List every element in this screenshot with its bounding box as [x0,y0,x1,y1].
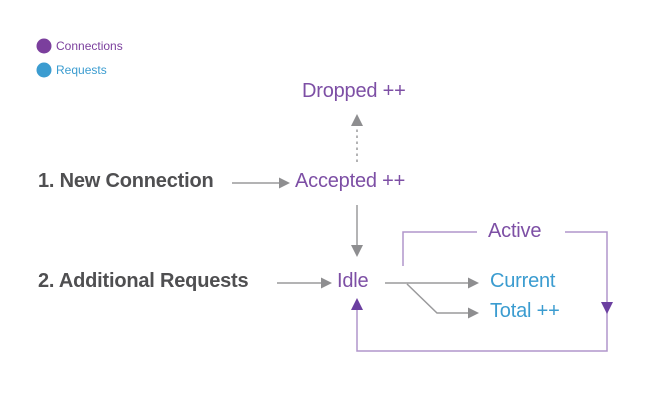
loop-down-arrowhead [601,302,613,314]
node-accepted: Accepted ++ [295,170,406,192]
node-idle: Idle [337,270,369,292]
legend: Connections Requests [36,38,123,86]
arrowhead-to-current [468,277,479,289]
step-new-connection: 1. New Connection [38,170,214,192]
legend-label-requests: Requests [56,63,107,77]
node-active: Active [488,220,542,242]
arrowhead-to-idle [351,245,363,257]
node-total: Total ++ [490,300,560,322]
requests-dot-icon [36,62,52,78]
legend-item-connections: Connections [36,38,123,54]
node-current: Current [490,270,556,292]
node-dropped: Dropped ++ [302,80,406,102]
arrow-idle-to-total [406,283,468,314]
arrowhead-to-dropped [351,114,363,126]
loop-up-arrowhead-to-idle [351,298,363,310]
arrowhead-to-total [468,307,479,319]
active-left-bracket [402,231,477,266]
step-additional-requests: 2. Additional Requests [38,270,249,292]
connections-dot-icon [36,38,52,54]
legend-label-connections: Connections [56,39,123,53]
active-return-loop [356,231,608,352]
arrowhead-to-accepted [279,177,290,189]
legend-item-requests: Requests [36,62,123,78]
arrowhead-to-idle-2 [321,277,332,289]
